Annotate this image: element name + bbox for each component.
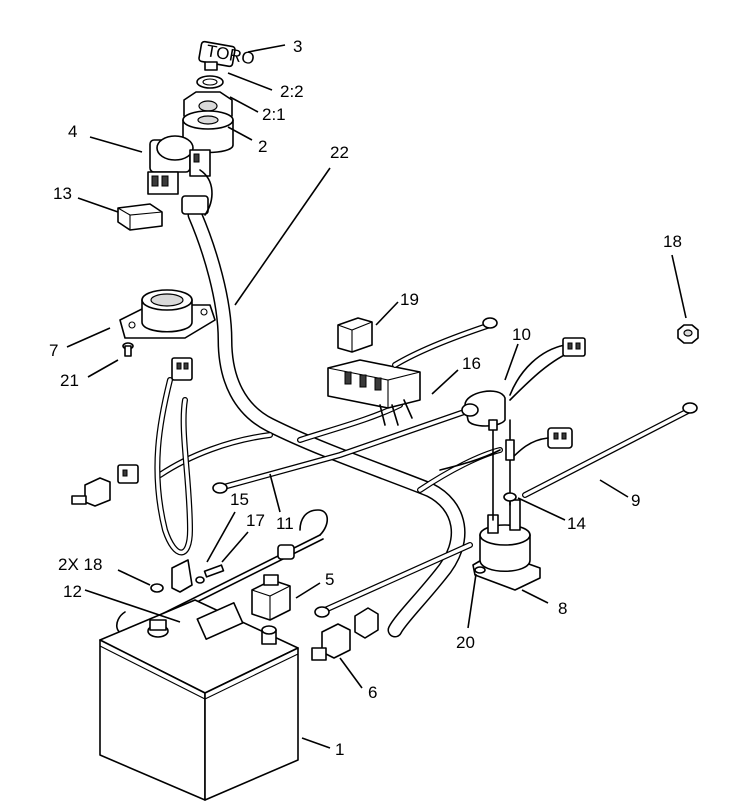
callout-17: 17 (246, 511, 265, 530)
nut-2x18 (150, 583, 164, 593)
main-wire-harness (154, 207, 503, 638)
callout-1: 1 (335, 740, 344, 759)
starter-solenoid (472, 419, 541, 591)
leader-lines (66, 44, 687, 749)
callout-2-1: 2:1 (262, 105, 286, 124)
callout-2-2: 2:2 (280, 82, 304, 101)
callout-labels: 3 2:2 2:1 2 4 22 13 18 19 10 7 21 16 9 1… (49, 37, 682, 759)
callout-16: 16 (462, 354, 481, 373)
callout-11: 11 (276, 514, 294, 533)
callout-21: 21 (60, 371, 79, 390)
callout-14: 14 (567, 514, 586, 533)
fuse-block (327, 359, 421, 426)
diode-module (117, 203, 163, 231)
callout-8: 8 (558, 599, 567, 618)
connector-10 (461, 337, 586, 427)
harness-end-connector (71, 464, 139, 507)
battery-cable-11 (212, 407, 473, 494)
callout-5: 5 (325, 570, 334, 589)
callout-2x18: 2X 18 (58, 555, 102, 574)
harness-clamp (354, 607, 379, 639)
battery (99, 599, 299, 801)
terminal-boot-6 (311, 623, 351, 661)
relay (337, 317, 373, 353)
solenoid-mount-bolt (474, 566, 486, 574)
callout-4: 4 (68, 122, 77, 141)
callout-20: 20 (456, 633, 475, 652)
callout-2: 2 (258, 137, 267, 156)
ignition-switch-body (147, 135, 213, 216)
callout-12: 12 (63, 582, 82, 601)
alarm-buzzer (119, 289, 216, 339)
screw-21 (122, 342, 134, 357)
washer-17 (203, 564, 225, 578)
callout-18-top: 18 (663, 232, 682, 251)
callout-9: 9 (631, 491, 640, 510)
ground-cable-9 (522, 402, 698, 498)
nut-14 (503, 492, 517, 502)
callout-19: 19 (400, 290, 419, 309)
terminal-cover-5 (251, 574, 291, 621)
connector-right (439, 427, 573, 471)
key: TORO (198, 40, 256, 71)
positive-cable (392, 317, 498, 368)
lock-washer (196, 75, 224, 89)
key-switch (182, 110, 234, 154)
callout-6: 6 (368, 683, 377, 702)
callout-13: 13 (53, 184, 72, 203)
callout-7: 7 (49, 341, 58, 360)
battery-negative-cable (314, 542, 473, 618)
callout-22: 22 (330, 143, 349, 162)
callout-3: 3 (293, 37, 302, 56)
bolt-15 (195, 576, 205, 584)
nut-18 (677, 324, 699, 344)
callout-15: 15 (230, 490, 249, 509)
harness-connector-left (171, 357, 193, 381)
callout-10: 10 (512, 325, 531, 344)
